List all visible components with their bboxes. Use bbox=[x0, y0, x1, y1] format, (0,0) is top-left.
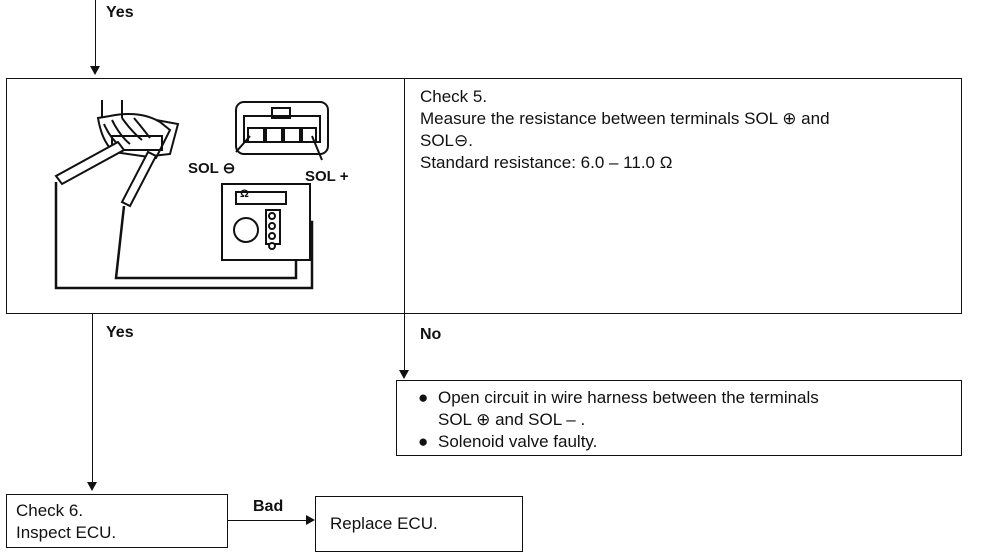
replace-ecu-text: Replace ECU. bbox=[330, 514, 438, 533]
fault-item-open-circuit: ● Open circuit in wire harness between t… bbox=[418, 387, 819, 431]
ohmmeter-icon bbox=[221, 183, 311, 261]
no-branch-line bbox=[404, 314, 405, 372]
meter-symbol: Ω bbox=[240, 188, 249, 200]
fault-box bbox=[396, 380, 962, 456]
no-branch-arrow bbox=[399, 370, 409, 379]
yes-branch-line bbox=[92, 314, 93, 482]
solenoid-connector-icon bbox=[235, 101, 329, 161]
check5-line1: Measure the resistance between terminals… bbox=[420, 109, 830, 128]
sol-plus-label: SOL + bbox=[305, 168, 349, 185]
bullet-icon: ● bbox=[418, 388, 429, 407]
check6-line2: Inspect ECU. bbox=[16, 523, 117, 542]
fault-list: ● Open circuit in wire harness between t… bbox=[418, 387, 819, 453]
sol-minus-label: SOL ⊖ bbox=[188, 160, 236, 177]
connector-harness-icon bbox=[96, 100, 180, 160]
fault-item1-line1: Open circuit in wire harness between the… bbox=[438, 388, 819, 407]
check5-text: Check 5. Measure the resistance between … bbox=[420, 86, 830, 174]
check6-line1: Check 6. bbox=[16, 501, 84, 520]
bad-connector-line bbox=[228, 520, 308, 521]
top-yes-label: Yes bbox=[106, 4, 134, 21]
check5-box bbox=[6, 78, 962, 314]
bad-arrow bbox=[306, 515, 315, 525]
fault-item2: Solenoid valve faulty. bbox=[438, 432, 598, 451]
yes-branch-arrow bbox=[87, 482, 97, 491]
no-branch-label: No bbox=[420, 326, 442, 343]
check5-line2: SOL⊖. bbox=[420, 131, 473, 150]
yes-branch-label: Yes bbox=[106, 324, 134, 341]
top-connector-line bbox=[95, 0, 96, 68]
check6-text: Check 6. Inspect ECU. bbox=[16, 500, 116, 544]
bullet-icon: ● bbox=[418, 432, 429, 451]
test-probes-icon bbox=[54, 140, 158, 208]
check5-line3: Standard resistance: 6.0 – 11.0 Ω bbox=[420, 153, 673, 172]
check5-divider bbox=[404, 78, 405, 314]
resistance-measurement-illustration bbox=[54, 100, 329, 290]
check6-box bbox=[6, 494, 228, 548]
top-arrow bbox=[90, 66, 100, 75]
replace-ecu-box bbox=[315, 496, 523, 552]
bad-label: Bad bbox=[253, 498, 284, 515]
check5-title: Check 5. bbox=[420, 87, 488, 106]
fault-item1-line2: SOL ⊕ and SOL – . bbox=[438, 410, 586, 429]
fault-item-solenoid: ● Solenoid valve faulty. bbox=[418, 431, 819, 453]
